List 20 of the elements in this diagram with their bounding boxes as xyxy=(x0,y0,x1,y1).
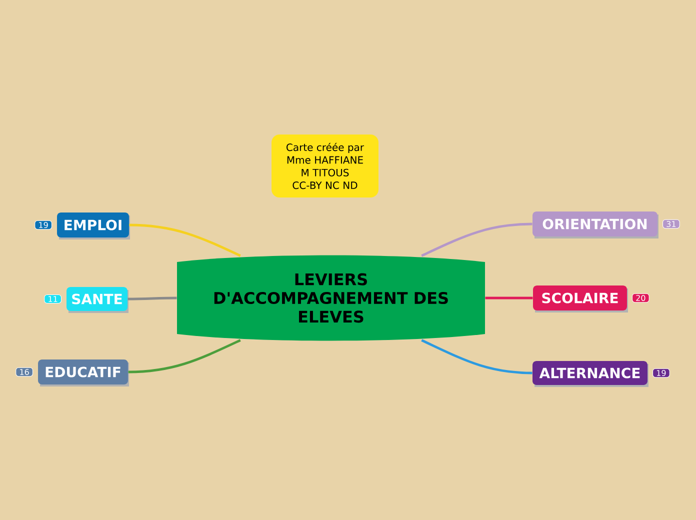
note-box: Carte créée par Mme HAFFIANE M TITOUS CC-BY NC ND xyxy=(272,134,378,198)
topic-box: SCOLAIRE xyxy=(533,286,628,312)
topic-box: ORIENTATION xyxy=(532,212,658,238)
topic-box: ALTERNANCE xyxy=(532,361,648,387)
branch-line xyxy=(129,224,241,257)
branch-line xyxy=(485,296,533,300)
branch-line xyxy=(421,339,532,374)
branch-line xyxy=(128,339,241,374)
topic-box: SANTE xyxy=(66,287,128,313)
topic-box: EDUCATIF xyxy=(38,360,129,386)
count-badge: 19 xyxy=(34,220,52,230)
count-badge: 11 xyxy=(44,294,62,304)
count-badge: 19 xyxy=(652,368,670,378)
count-badge: 20 xyxy=(632,293,650,303)
count-badge: 16 xyxy=(16,367,33,377)
topic-box: EMPLOI xyxy=(57,212,130,240)
count-badge: 31 xyxy=(662,219,680,229)
central-topic: LEVIERS D'ACCOMPAGNEMENT DES ELEVES xyxy=(177,255,485,341)
branch-line xyxy=(421,222,532,257)
branch-line xyxy=(128,296,177,300)
